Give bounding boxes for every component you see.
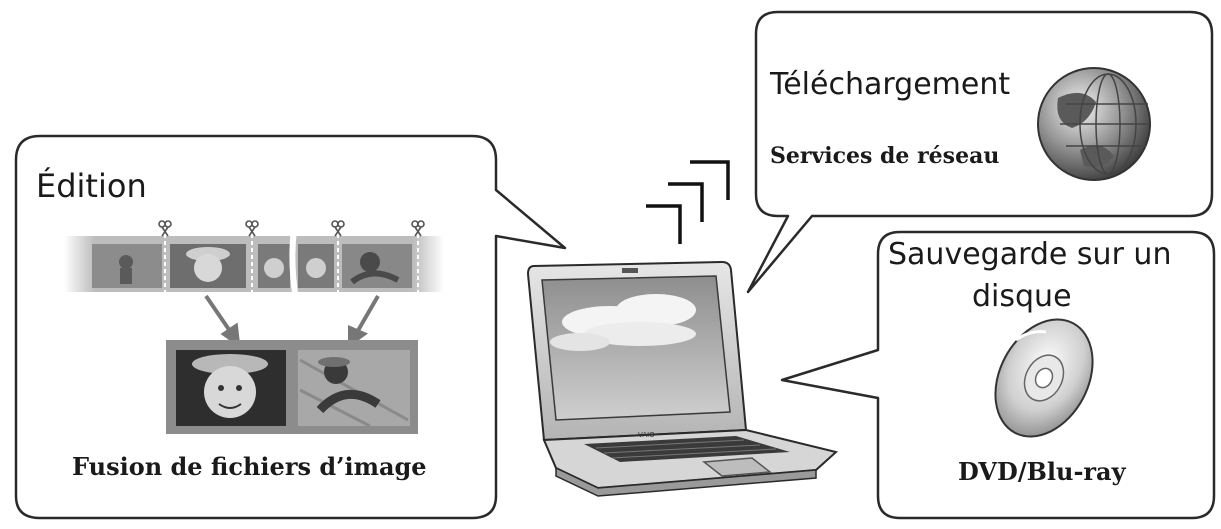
wireless-signal-icon: [646, 160, 730, 244]
scissors-icon: [245, 220, 259, 237]
disc-title-line1: Sauvegarde sur un: [888, 237, 1172, 272]
disc-title-line2: disque: [972, 279, 1072, 314]
editing-callout: [14, 134, 567, 520]
scissors-icon: [411, 220, 425, 237]
editing-caption: Fusion de fichiers d’image: [72, 452, 427, 481]
laptop: [526, 260, 839, 497]
scissors-icon: [158, 220, 172, 237]
globe-icon: [1037, 67, 1151, 181]
merge-arrows: [204, 294, 380, 349]
upload-caption: Services de réseau: [770, 143, 1000, 169]
laptop-brand-logo: VAIO: [638, 431, 655, 439]
film-strip: [64, 229, 444, 301]
disc-icon: [994, 318, 1094, 438]
scissors-icon: [331, 220, 345, 237]
merged-photo: [166, 340, 418, 434]
editing-title: Édition: [36, 167, 147, 205]
upload-title: Téléchargement: [770, 67, 1011, 102]
disc-caption: DVD/Blu-ray: [958, 457, 1126, 486]
